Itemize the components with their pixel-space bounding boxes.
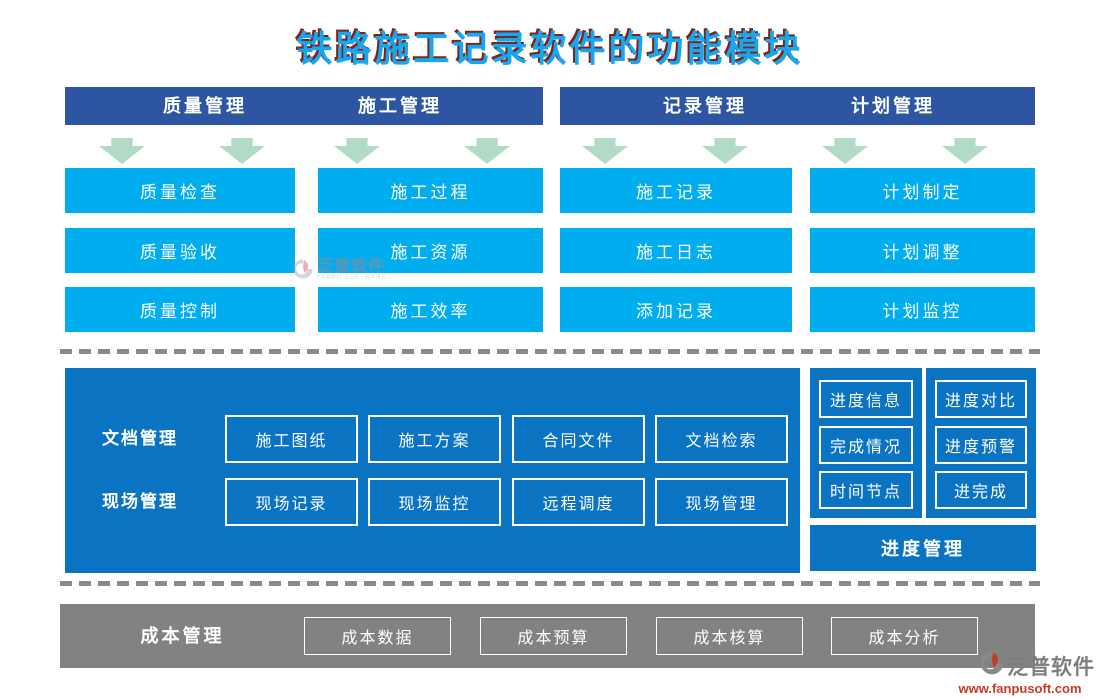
section-header-plan: 计划管理	[851, 96, 935, 116]
module-plan-adjust: 计划调整	[810, 228, 1035, 273]
site-item-record: 现场记录	[225, 478, 358, 526]
header-bar-left	[65, 87, 543, 125]
module-construction-efficiency: 施工效率	[318, 287, 543, 332]
module-quality-check: 质量检查	[65, 168, 295, 213]
vendor-logo: 泛普软件 www.fanpusoft.com	[945, 650, 1095, 696]
progress-item-compare: 进度对比	[935, 380, 1027, 418]
section-header-quality: 质量管理	[163, 96, 247, 116]
doc-site-panel	[65, 368, 800, 573]
progress-management-label: 进度管理	[810, 525, 1036, 571]
progress-panel-left	[810, 368, 922, 518]
header-bar-right	[560, 87, 1035, 125]
module-construction-process: 施工过程	[318, 168, 543, 213]
vendor-logo-icon	[979, 650, 1005, 681]
section-header-construction: 施工管理	[358, 96, 442, 116]
vendor-url: www.fanpusoft.com	[958, 681, 1082, 696]
progress-item-info: 进度信息	[819, 380, 913, 418]
down-arrow-icon	[99, 138, 145, 164]
module-construction-record: 施工记录	[560, 168, 792, 213]
doc-item-search: 文档检索	[655, 415, 788, 463]
cost-bar	[60, 604, 1035, 668]
module-add-record: 添加记录	[560, 287, 792, 332]
cost-management-label: 成本管理	[140, 626, 225, 646]
down-arrow-icon	[219, 138, 265, 164]
doc-management-label: 文档管理	[102, 429, 178, 448]
doc-item-contract: 合同文件	[512, 415, 645, 463]
module-quality-control: 质量控制	[65, 287, 295, 332]
module-construction-resource: 施工资源	[318, 228, 543, 273]
module-plan-monitor: 计划监控	[810, 287, 1035, 332]
cost-item-budget: 成本预算	[480, 617, 627, 655]
progress-item-done: 进完成	[935, 471, 1027, 509]
down-arrow-icon	[464, 138, 510, 164]
cost-item-accounting: 成本核算	[656, 617, 803, 655]
doc-item-plan: 施工方案	[368, 415, 501, 463]
down-arrow-icon	[334, 138, 380, 164]
down-arrow-icon	[822, 138, 868, 164]
down-arrow-icon	[942, 138, 988, 164]
module-construction-log: 施工日志	[560, 228, 792, 273]
cost-item-analysis: 成本分析	[831, 617, 978, 655]
cost-item-data: 成本数据	[304, 617, 451, 655]
site-management-label: 现场管理	[102, 492, 178, 511]
progress-item-milestone: 时间节点	[819, 471, 913, 509]
section-header-record: 记录管理	[663, 96, 747, 116]
module-plan-make: 计划制定	[810, 168, 1035, 213]
vendor-name: 泛普软件	[1007, 655, 1095, 679]
site-item-dispatch: 远程调度	[512, 478, 645, 526]
watermark-subtext: FANPU SOFTWARE	[317, 275, 387, 281]
progress-panel-right	[926, 368, 1036, 518]
progress-item-warning: 进度预警	[935, 426, 1027, 464]
down-arrow-icon	[582, 138, 628, 164]
doc-item-drawings: 施工图纸	[225, 415, 358, 463]
page-title: 铁路施工记录软件的功能模块	[296, 28, 804, 69]
module-quality-acceptance: 质量验收	[65, 228, 295, 273]
down-arrow-icon	[702, 138, 748, 164]
site-item-manage: 现场管理	[655, 478, 788, 526]
dashed-divider	[60, 581, 1040, 586]
site-item-monitor: 现场监控	[368, 478, 501, 526]
watermark-logo-icon	[292, 258, 314, 285]
progress-item-completion: 完成情况	[819, 426, 913, 464]
dashed-divider	[60, 349, 1040, 354]
